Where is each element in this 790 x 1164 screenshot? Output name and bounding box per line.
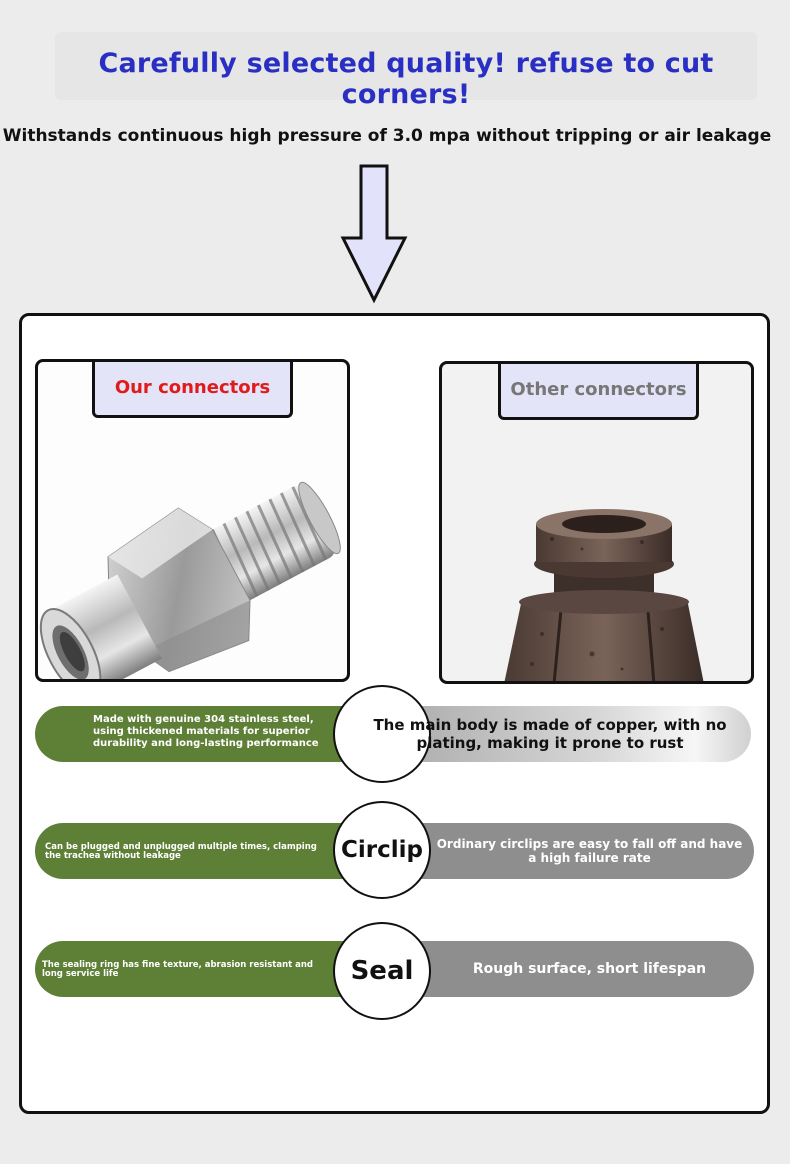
- page-subheadline: Withstands continuous high pressure of 3…: [2, 126, 772, 146]
- seal-badge: Seal: [333, 922, 431, 1020]
- page-headline: Carefully selected quality! refuse to cu…: [98, 48, 714, 110]
- material-badge: [333, 685, 431, 783]
- rusty-connector-image: [504, 509, 704, 681]
- circlip-label: Circlip: [341, 837, 423, 863]
- headline-band: [55, 32, 757, 100]
- down-arrow-icon: [340, 164, 408, 304]
- stainless-connector-image: [39, 481, 341, 679]
- our-material-pill: Made with genuine 304 stainless steel, u…: [35, 706, 365, 762]
- other-circlip-text: Ordinary circlips are easy to fall off a…: [436, 837, 743, 865]
- other-seal-text: Rough surface, short lifespan: [472, 961, 707, 977]
- other-connector-card: Other connectors: [439, 361, 754, 684]
- other-seal-pill: Rough surface, short lifespan: [395, 941, 754, 997]
- our-connector-card: Our connectors: [35, 359, 350, 682]
- our-seal-pill: The sealing ring has fine texture, abras…: [35, 941, 365, 997]
- other-material-text: The main body is made of copper, with no…: [373, 716, 727, 752]
- our-circlip-text: Can be plugged and unplugged multiple ti…: [45, 842, 317, 861]
- circlip-badge: Circlip: [333, 801, 431, 899]
- our-circlip-pill: Can be plugged and unplugged multiple ti…: [35, 823, 365, 879]
- other-connectors-label: Other connectors: [498, 364, 699, 420]
- our-seal-text: The sealing ring has fine texture, abras…: [42, 960, 314, 979]
- other-material-pill: [380, 706, 751, 762]
- other-circlip-pill: Ordinary circlips are easy to fall off a…: [395, 823, 754, 879]
- our-material-text: Made with genuine 304 stainless steel, u…: [93, 714, 319, 749]
- seal-label: Seal: [350, 956, 414, 986]
- our-connectors-label: Our connectors: [92, 362, 293, 418]
